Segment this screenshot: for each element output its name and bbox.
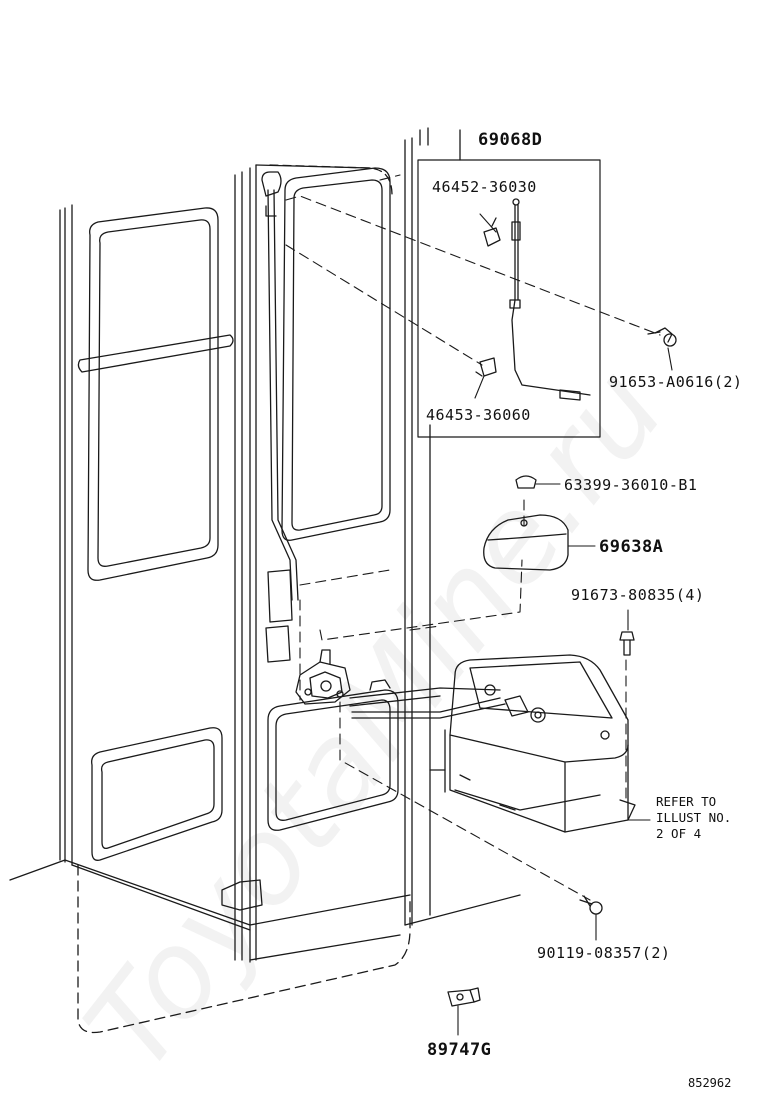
kit-69068D xyxy=(417,129,601,438)
figure-number: 852962 xyxy=(688,1076,732,1090)
door-window-right xyxy=(267,167,399,831)
leader-lines xyxy=(457,213,673,1036)
cap-63399 xyxy=(515,475,537,489)
label-91653-A0616: 91653-A0616(2) xyxy=(609,373,743,391)
assembly-lines xyxy=(285,174,661,901)
lock-rod xyxy=(261,171,299,663)
door-window-left xyxy=(77,207,234,581)
label-91673-80835: 91673-80835(4) xyxy=(571,586,705,604)
label-46452-36030: 46452-36030 xyxy=(432,178,537,196)
label-63399-36010-B1: 63399-36010-B1 xyxy=(564,476,698,494)
bolt-91653 xyxy=(647,327,677,347)
label-90119-08357: 90119-08357(2) xyxy=(537,944,671,962)
connector-89747G xyxy=(447,987,481,1007)
refer-note: REFER TO ILLUST NO. 2 OF 4 xyxy=(656,794,732,841)
label-69068D: 69068D xyxy=(478,130,543,150)
label-46453-36060: 46453-36060 xyxy=(426,406,531,424)
lower-panel-left xyxy=(91,727,263,911)
label-69638A: 69638A xyxy=(599,537,664,557)
cover-69638A xyxy=(483,514,569,571)
bolt-91673 xyxy=(619,631,635,656)
body-panel xyxy=(9,127,521,963)
actuator-box xyxy=(429,654,636,833)
label-89747G: 89747G xyxy=(427,1040,492,1060)
door-outline-dashed xyxy=(77,864,411,1034)
door-outline-top-dashed xyxy=(269,164,393,196)
screw-90119 xyxy=(579,895,603,915)
